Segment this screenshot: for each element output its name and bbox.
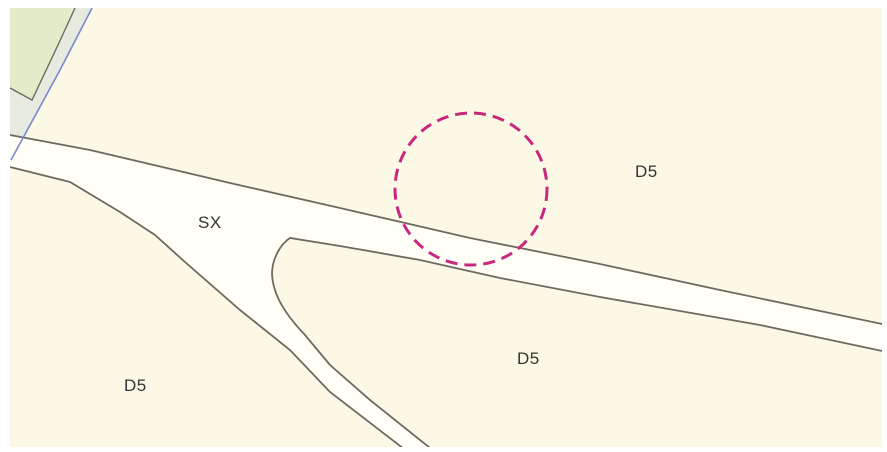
road-boundary-west <box>9 166 409 452</box>
zone-label-d5-upper-right: D5 <box>635 162 658 181</box>
green-area-boundary <box>9 7 76 101</box>
zone-label-d5-lower-left: D5 <box>124 376 147 395</box>
frame-right <box>882 0 887 452</box>
zone-label-sx: SX <box>198 213 222 232</box>
frame-bottom <box>0 447 887 452</box>
green-area <box>10 8 75 100</box>
frame-left <box>0 0 10 452</box>
road-boundary-north <box>9 134 887 326</box>
road-boundary-south <box>271 237 887 452</box>
frame-top <box>0 0 887 8</box>
zone-label-d5-center: D5 <box>517 349 540 368</box>
highlight-circle[interactable] <box>393 111 549 267</box>
road-sx-area <box>10 135 887 452</box>
blue-boundary-line <box>10 7 93 161</box>
